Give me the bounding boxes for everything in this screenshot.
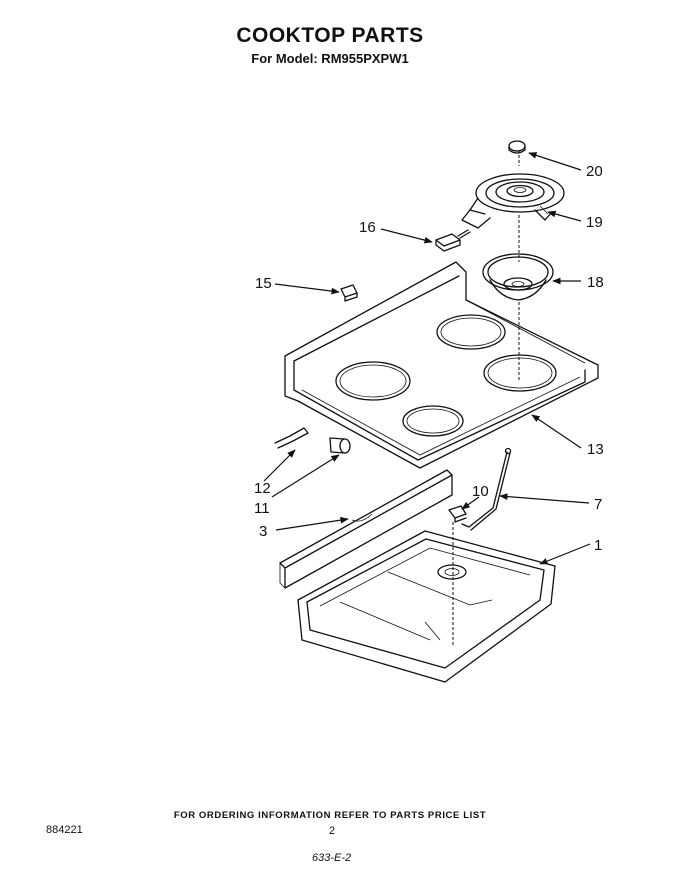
page-title: COOKTOP PARTS <box>236 24 424 47</box>
part-3-front-strip <box>279 469 453 589</box>
model-subtitle: For Model: RM955PXPW1 <box>251 51 409 66</box>
callout-10: 10 <box>472 483 489 500</box>
page-number: 2 <box>329 825 336 837</box>
part-13-cooktop <box>284 261 599 469</box>
callout-1: 1 <box>594 537 602 554</box>
part-12-terminal <box>274 427 309 449</box>
document-number: 884221 <box>46 824 83 836</box>
part-10-bracket <box>448 505 467 523</box>
alignment-lines <box>452 150 520 645</box>
part-19-surface-element <box>461 173 565 229</box>
callout-7: 7 <box>594 496 602 513</box>
part-20-cap <box>508 140 526 154</box>
handwritten-note: 633-E-2 <box>312 852 352 864</box>
part-15-clip <box>340 284 358 302</box>
callout-15: 15 <box>255 275 272 292</box>
callout-labels: 20 19 16 18 15 13 12 11 10 7 3 1 <box>254 163 604 554</box>
callout-18: 18 <box>587 274 604 291</box>
callout-11: 11 <box>254 500 270 517</box>
part-7-support-rod <box>461 447 512 531</box>
callout-12: 12 <box>254 480 271 497</box>
leader-lines <box>263 152 591 565</box>
part-16-receptacle <box>435 229 471 252</box>
callout-16: 16 <box>359 219 376 236</box>
part-11-bushing <box>329 437 351 454</box>
part-18-drip-bowl <box>482 253 554 301</box>
callout-3: 3 <box>259 523 267 540</box>
callout-19: 19 <box>586 214 603 231</box>
ordering-note: FOR ORDERING INFORMATION REFER TO PARTS … <box>173 810 487 821</box>
callout-13: 13 <box>587 441 604 458</box>
part-1-burner-box <box>297 530 556 683</box>
callout-20: 20 <box>586 163 603 180</box>
